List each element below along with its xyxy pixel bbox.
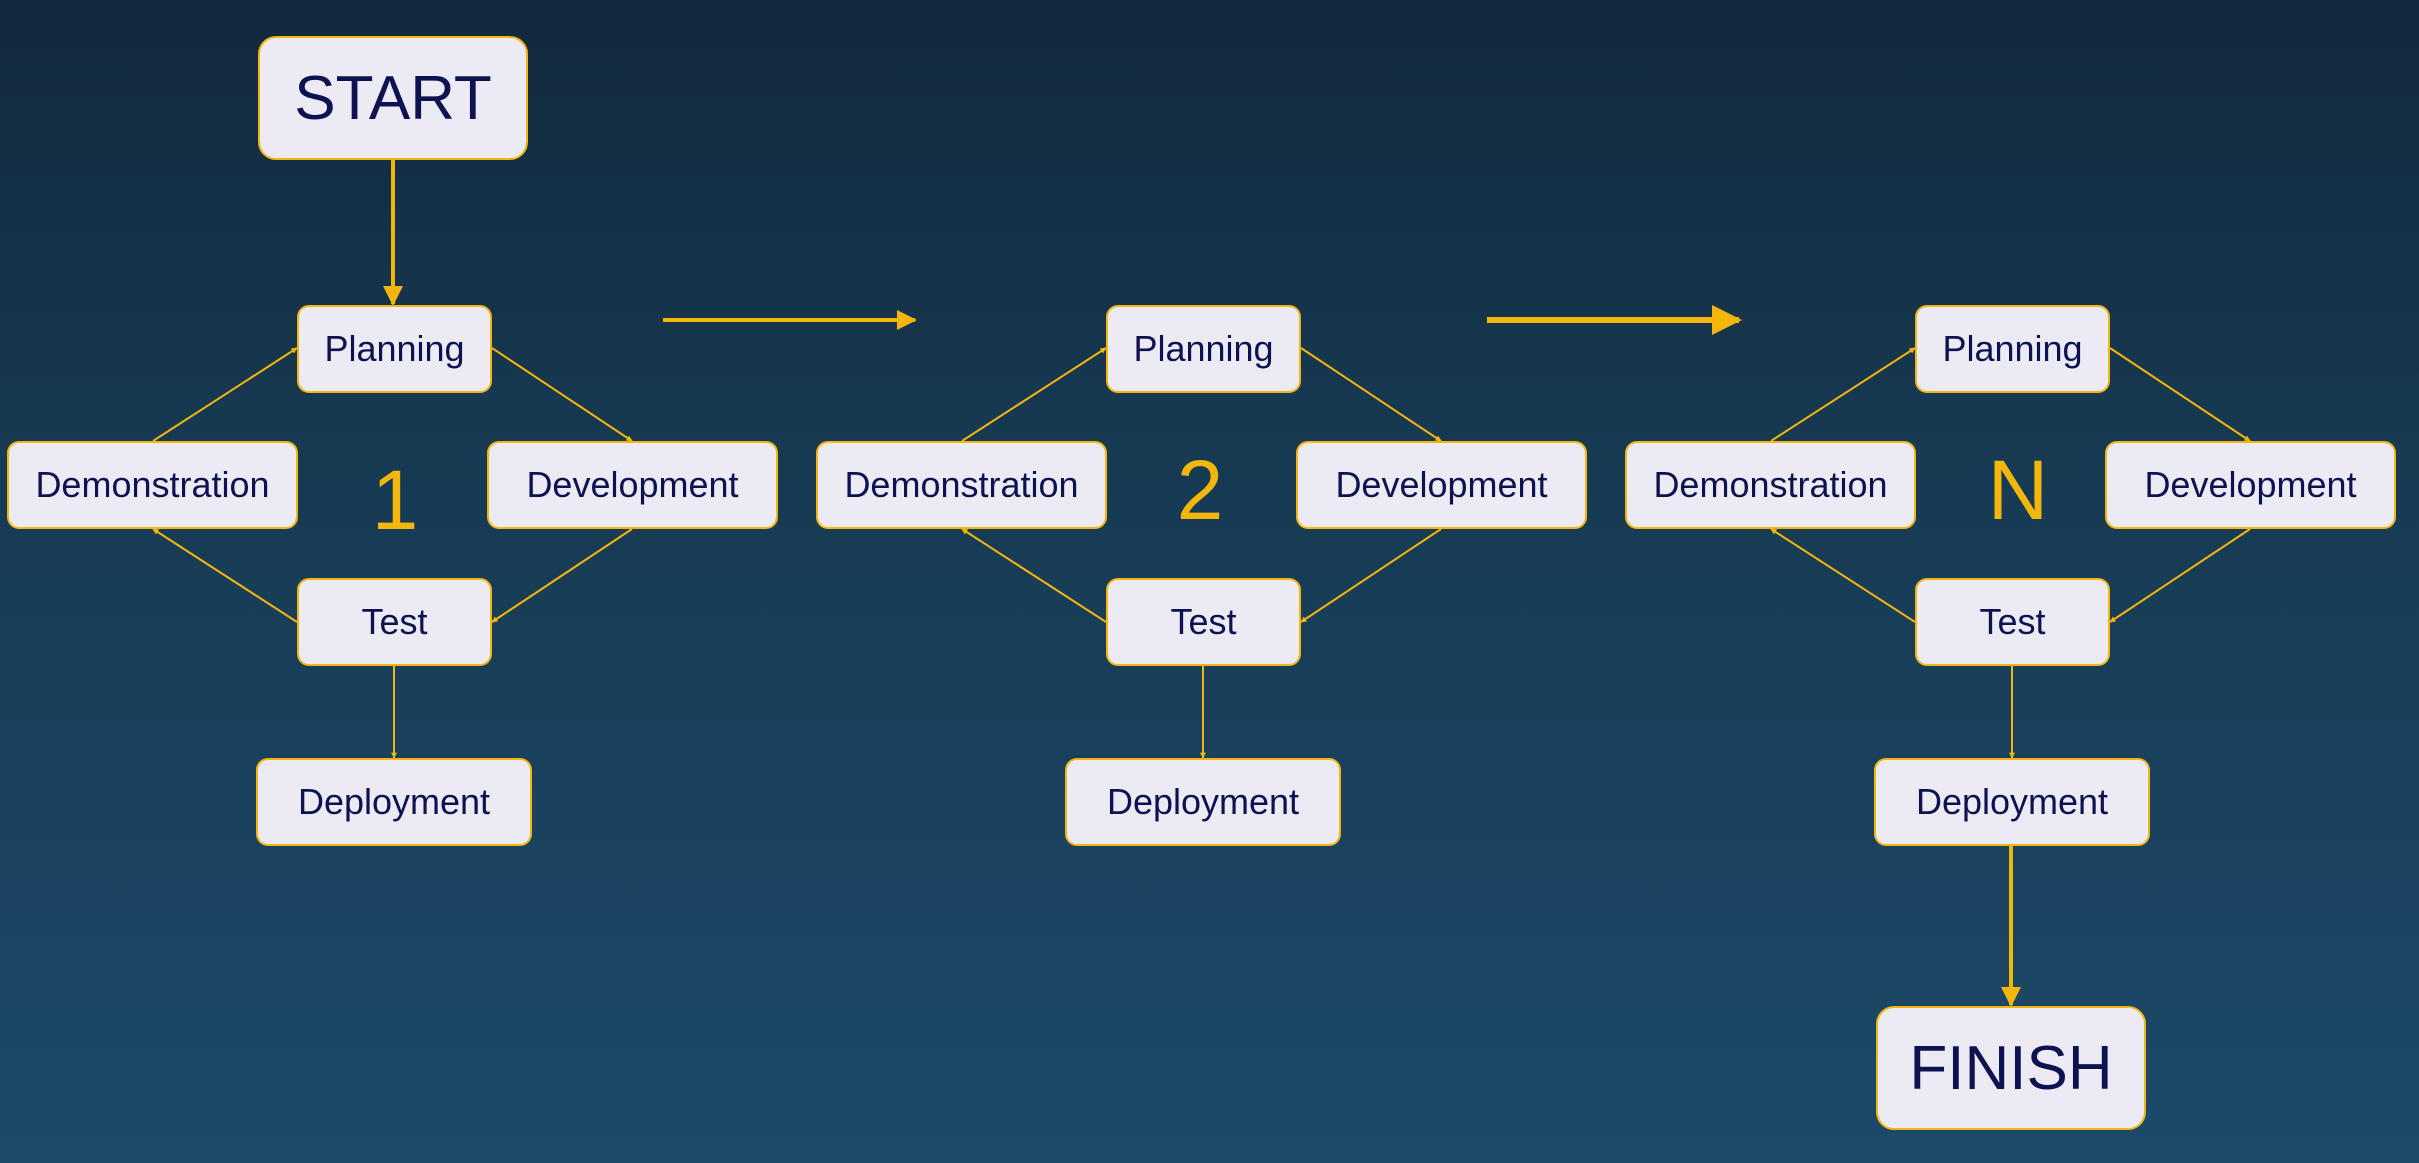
iteration-2-test-node: Test: [1106, 578, 1301, 666]
iteration-2-planning-node: Planning: [1106, 305, 1301, 393]
iteration-n-development-to-test-arrow: [2109, 528, 2251, 623]
iteration-2-demonstration-node: Demonstration: [816, 441, 1107, 529]
iteration-1-planning-node: Planning: [297, 305, 492, 393]
iteration-n-deployment-node: Deployment: [1874, 758, 2150, 846]
iteration-n-number-label: N: [1987, 443, 2049, 537]
iteration-n-demonstration-to-planning-arrow: [1770, 347, 1916, 442]
iteration-1-test-to-demonstration-arrow: [152, 528, 298, 623]
iteration-2-planning-to-development-arrow: [1300, 347, 1442, 442]
iteration-2-demonstration-to-planning-arrow: [961, 347, 1107, 442]
finish-node: FINISH: [1876, 1006, 2146, 1130]
iteration-1-deployment-node: Deployment: [256, 758, 532, 846]
iteration-2-deployment-node: Deployment: [1065, 758, 1341, 846]
iteration-1-development-node: Development: [487, 441, 778, 529]
iteration-1-demonstration-node: Demonstration: [7, 441, 298, 529]
iteration-n-development-node: Development: [2105, 441, 2396, 529]
iteration-n-test-to-demonstration-arrow: [1770, 528, 1916, 623]
iteration-1-test-node: Test: [297, 578, 492, 666]
iteration-2-test-to-demonstration-arrow: [961, 528, 1107, 623]
iteration-1-demonstration-to-planning-arrow: [152, 347, 298, 442]
iteration-n-planning-to-development-arrow: [2109, 347, 2251, 442]
iteration-1-development-to-test-arrow: [491, 528, 633, 623]
iteration-2-number-label: 2: [1176, 443, 1224, 537]
iteration-1-number-label: 1: [371, 453, 419, 547]
iteration-1-planning-to-development-arrow: [491, 347, 633, 442]
start-node: START: [258, 36, 528, 160]
iteration-2-development-to-test-arrow: [1300, 528, 1442, 623]
iteration-2-development-node: Development: [1296, 441, 1587, 529]
iteration-n-test-node: Test: [1915, 578, 2110, 666]
iteration-n-demonstration-node: Demonstration: [1625, 441, 1916, 529]
iteration-n-planning-node: Planning: [1915, 305, 2110, 393]
